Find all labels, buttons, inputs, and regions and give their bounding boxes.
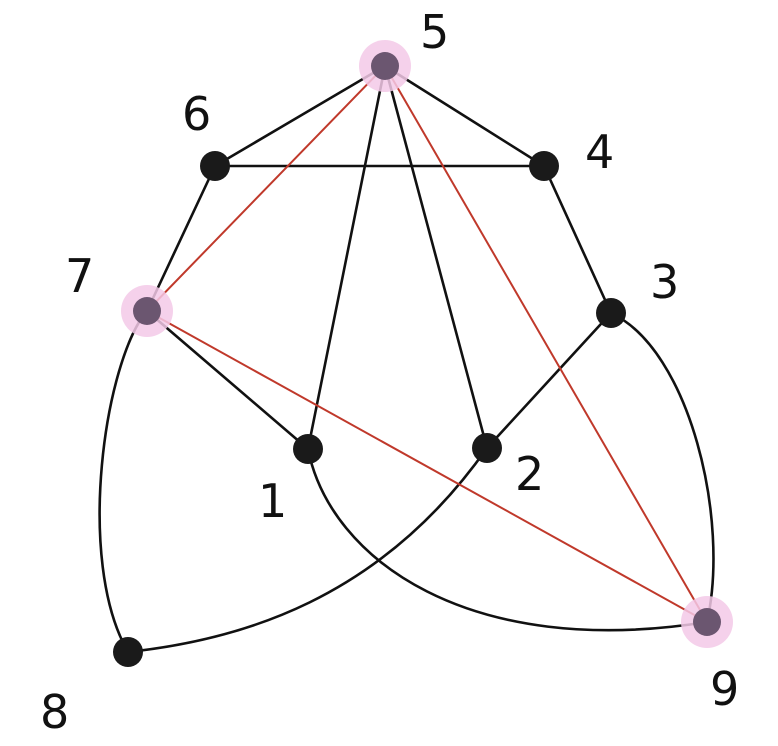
node-label-7: 7: [65, 249, 94, 303]
node-label-4: 4: [585, 125, 614, 179]
edge-7-9-highlighted: [146, 310, 708, 623]
node-label-2: 2: [515, 447, 544, 501]
node-4: [529, 151, 559, 181]
edge-5-4: [383, 64, 546, 168]
edge-1-9: [306, 447, 709, 632]
edge-5-7-highlighted: [146, 65, 386, 312]
node-5: [371, 52, 399, 80]
node-2: [472, 433, 502, 463]
node-label-5: 5: [420, 5, 449, 59]
edge-6-7: [145, 164, 217, 313]
edge-7-8: [98, 309, 149, 654]
node-label-8: 8: [40, 685, 69, 739]
node-3: [596, 298, 626, 328]
edge-5-9-highlighted: [384, 65, 708, 623]
edge-3-2: [485, 311, 613, 450]
node-label-6: 6: [182, 87, 211, 141]
edge-7-1: [145, 309, 310, 451]
nodes-layer: [113, 40, 733, 667]
edge-5-6: [213, 64, 387, 168]
node-label-9: 9: [710, 662, 739, 716]
edge-2-8: [126, 446, 489, 654]
node-8: [113, 637, 143, 667]
node-1: [293, 434, 323, 464]
edges-layer: [98, 64, 715, 654]
labels-layer: 1 2 3 4 5 6 7 8 9: [40, 5, 739, 739]
edge-4-3: [542, 164, 613, 315]
edge-5-1: [306, 64, 387, 451]
node-7: [133, 297, 161, 325]
edge-3-9: [609, 311, 715, 624]
edge-5-2: [383, 64, 489, 450]
node-6: [200, 151, 230, 181]
node-label-1: 1: [258, 474, 287, 528]
node-9: [693, 608, 721, 636]
node-label-3: 3: [650, 255, 679, 309]
